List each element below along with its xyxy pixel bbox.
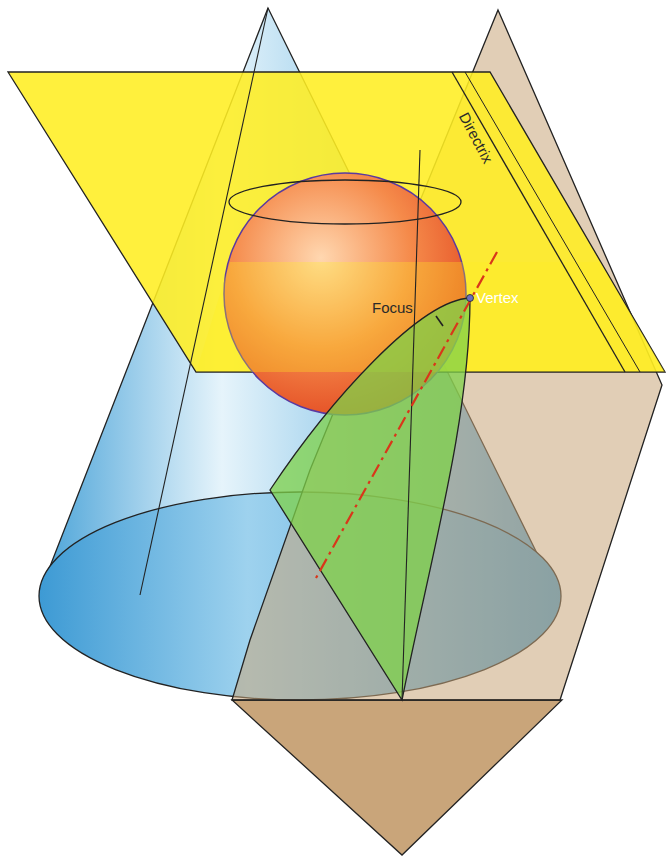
directrix-line bbox=[465, 72, 640, 372]
contact-circle bbox=[229, 180, 461, 224]
focus-mark bbox=[436, 316, 443, 326]
focus-label: Focus bbox=[372, 300, 413, 317]
vertex-label: Vertex bbox=[476, 290, 519, 307]
parabola-section bbox=[270, 298, 470, 700]
generator-line bbox=[140, 8, 268, 595]
generator-line bbox=[402, 150, 420, 700]
plane-tip bbox=[232, 700, 562, 855]
parabola-axis bbox=[316, 252, 497, 578]
directrix-line bbox=[452, 72, 625, 372]
vertex-dot bbox=[467, 295, 474, 302]
